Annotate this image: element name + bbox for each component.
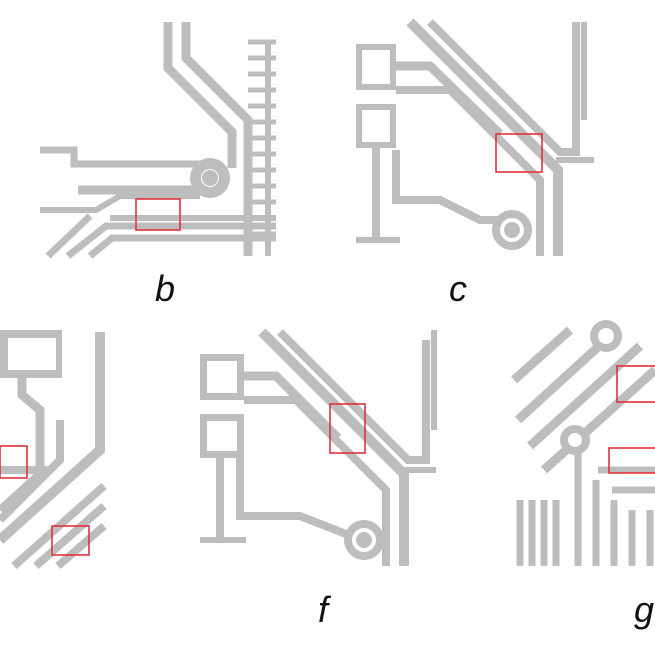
panel-b-label: b (155, 268, 175, 309)
panel-b-pad (190, 158, 230, 198)
panel-g-label: g (634, 589, 654, 630)
panel-e-traces (0, 330, 107, 570)
panel-f-pad (344, 520, 384, 560)
panel-g-traces (511, 326, 655, 566)
panel-c-label: c (449, 268, 467, 309)
panel-f-label: f (318, 589, 332, 630)
panel-e-defect-box-2 (51, 525, 90, 556)
panel-e-defect-box-1 (0, 445, 28, 479)
panel-g: g (511, 320, 655, 630)
panel-b-defect-box (135, 198, 181, 231)
panel-b: b (40, 22, 276, 309)
panel-f: f (200, 328, 437, 630)
panel-c-defect-box (495, 133, 543, 173)
panel-c-pad (492, 210, 532, 250)
panel-e (0, 330, 107, 570)
panel-g-pads (560, 320, 622, 455)
panel-c-traces (356, 18, 594, 256)
panel-f-traces (200, 328, 437, 566)
panel-b-traces (40, 22, 276, 259)
panel-g-defect-box-1 (616, 365, 655, 403)
panel-c: c (356, 18, 594, 309)
panel-f-defect-box (329, 403, 366, 454)
panel-g-defect-box-2 (608, 447, 655, 474)
